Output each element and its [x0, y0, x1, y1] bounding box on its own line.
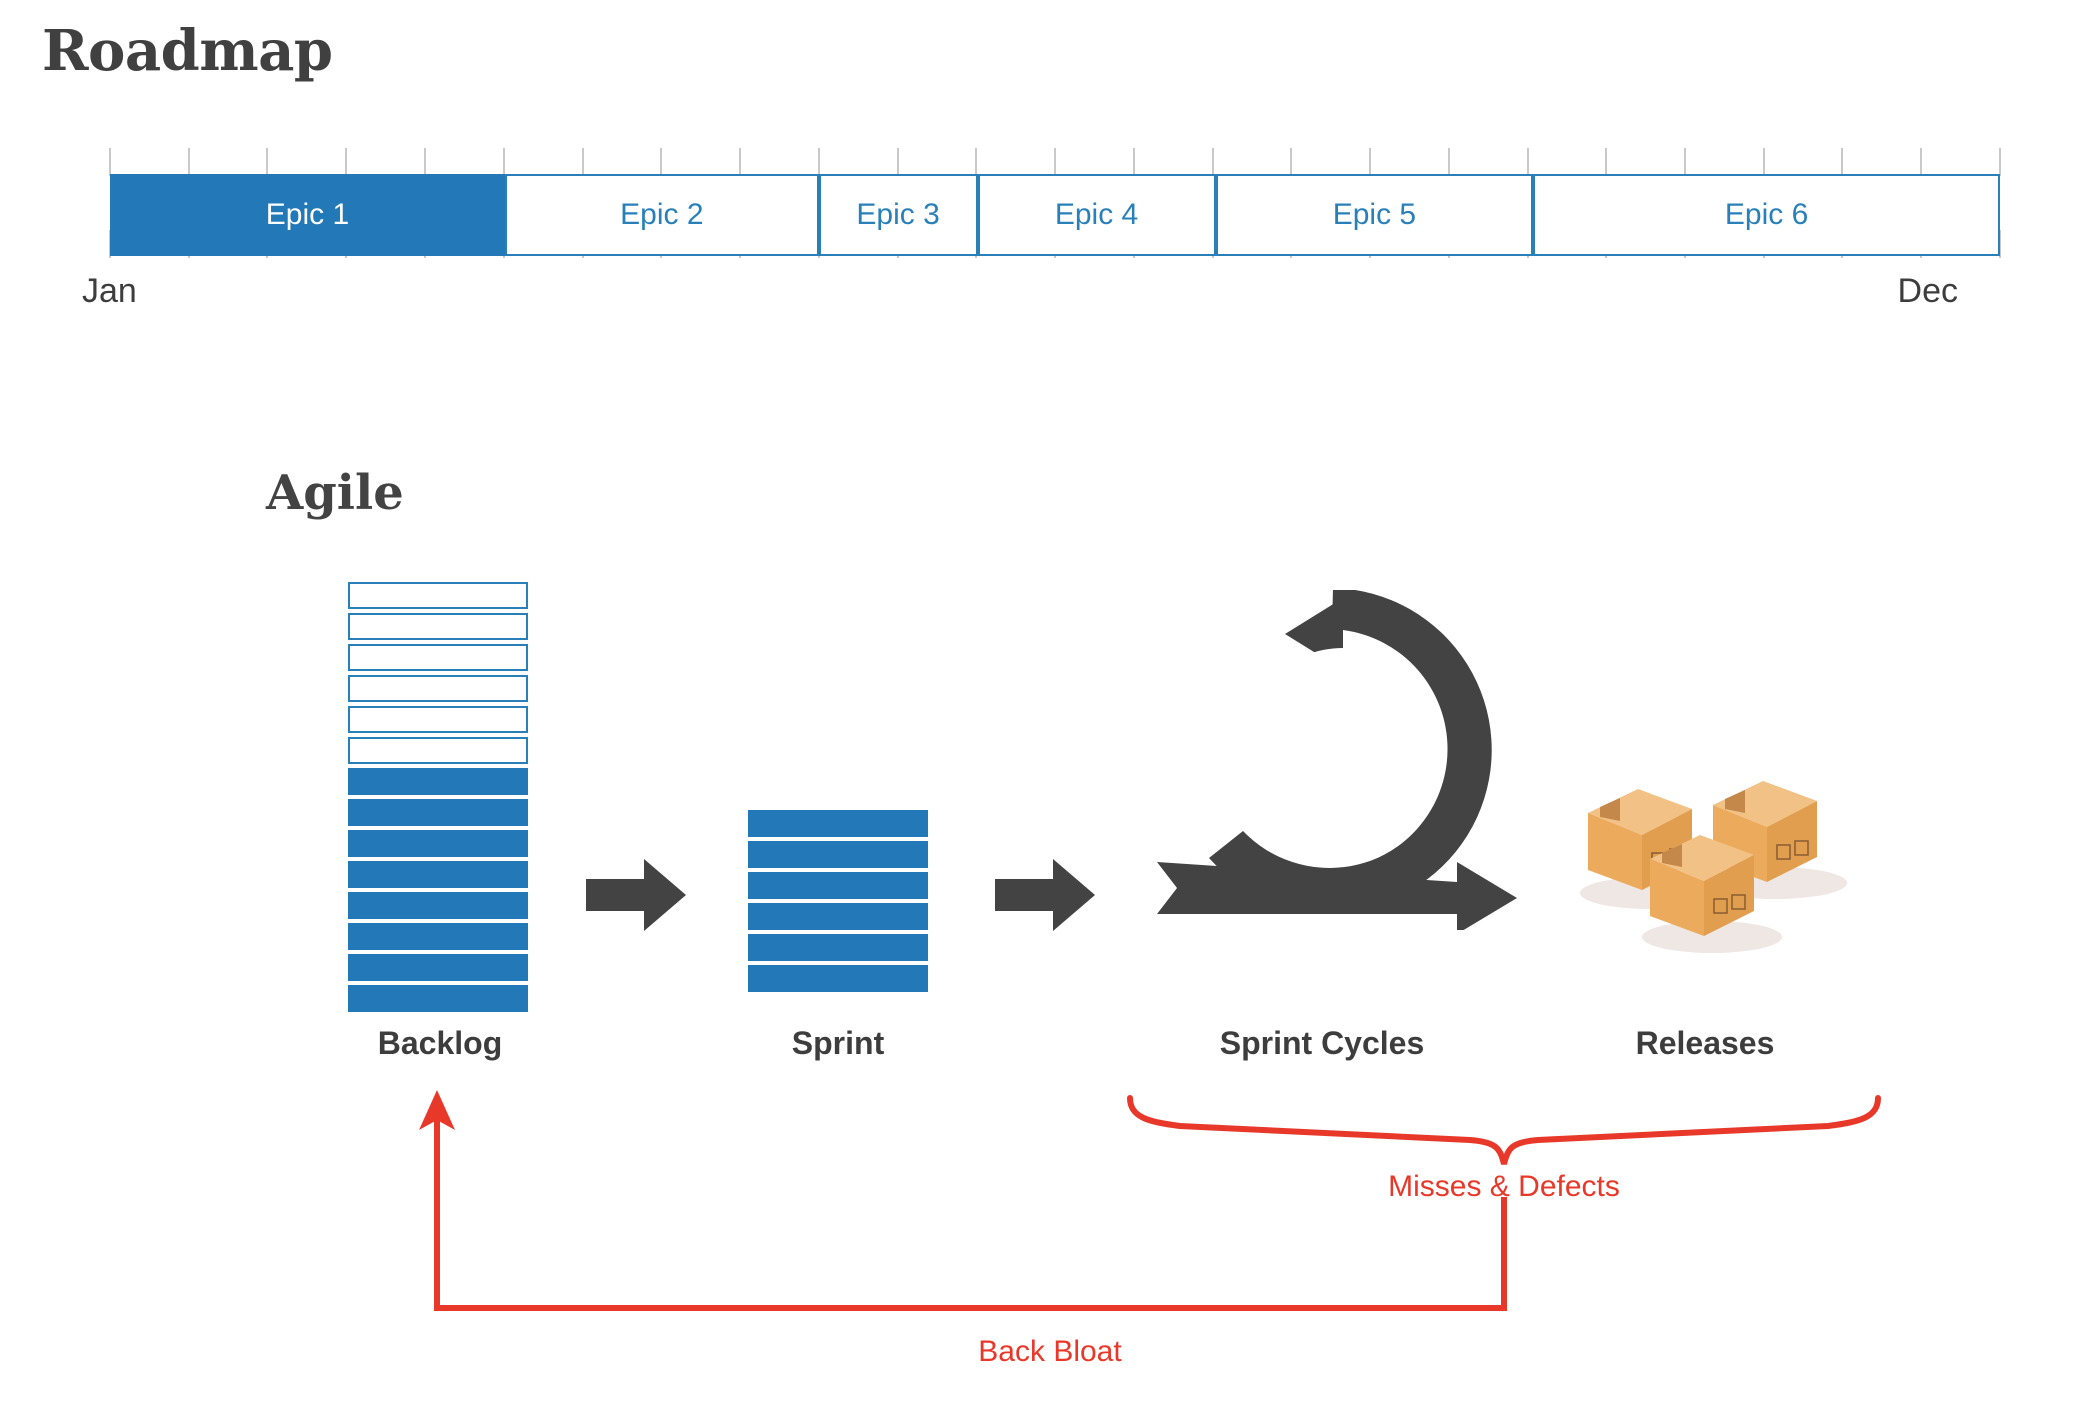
stack-row-filled [348, 768, 528, 795]
epic-bar-4[interactable]: Epic 4 [977, 174, 1216, 256]
stack-row-filled [748, 903, 928, 930]
timeline-tick [1999, 230, 2001, 258]
stack-row-filled [348, 923, 528, 950]
arrow-sprint-to-cycles-icon [995, 855, 1095, 935]
timeline-tick [1605, 148, 1608, 176]
stage-label-sprint: Sprint [791, 1025, 885, 1061]
epic-bar-1[interactable]: Epic 1 [110, 174, 505, 256]
epic-bar-6[interactable]: Epic 6 [1533, 174, 2000, 256]
stack-row-filled [748, 872, 928, 899]
timeline-tick [1290, 148, 1293, 176]
stack-row-filled [348, 830, 528, 857]
timeline-tick [1841, 148, 1844, 176]
releases-boxes-icon [1580, 765, 1850, 953]
stack-row-filled [348, 861, 528, 888]
stack-row-empty [348, 644, 528, 671]
stack-row-empty [348, 613, 528, 640]
misses-defects-label: Misses & Defects [1388, 1170, 1620, 1203]
stack-row-filled [348, 954, 528, 981]
page-title: Roadmap [42, 18, 333, 84]
stack-row-filled [748, 965, 928, 992]
timeline-tick [1447, 148, 1450, 176]
stage-label-releases: Releases [1635, 1025, 1775, 1061]
stack-row-empty [348, 737, 528, 764]
epic-bar-2[interactable]: Epic 2 [505, 174, 819, 256]
stage-label-sprint-cycles: Sprint Cycles [1219, 1025, 1425, 1061]
timeline-start-month: Jan [82, 272, 137, 310]
back-bloat-loop-icon [434, 1115, 1507, 1311]
epic-bar-5[interactable]: Epic 5 [1215, 174, 1534, 256]
timeline-tick [738, 148, 741, 176]
timeline-tick [581, 148, 584, 176]
timeline-tick [896, 148, 899, 176]
timeline-tick [423, 148, 426, 176]
timeline-tick [109, 148, 111, 176]
timeline-end-month: Dec [1897, 272, 1958, 310]
stack-row-empty [348, 675, 528, 702]
timeline-tick [1526, 148, 1529, 176]
timeline-tick [817, 148, 820, 176]
sprint-stack-icon [748, 810, 928, 996]
timeline-tick [1132, 148, 1135, 176]
stack-row-filled [748, 934, 928, 961]
timeline-tick [975, 148, 978, 176]
back-bloat-arrowhead-icon [419, 1090, 455, 1130]
back-bloat-label: Back Bloat [978, 1335, 1122, 1368]
timeline-tick [660, 148, 663, 176]
sprint-cycle-icon [1157, 590, 1517, 930]
timeline-tick [1211, 148, 1214, 176]
backlog-stack-icon [348, 582, 528, 1016]
epic-bar-3[interactable]: Epic 3 [818, 174, 978, 256]
agile-section-title: Agile [266, 465, 404, 521]
misses-defects-brace-icon [1127, 1095, 1881, 1165]
timeline-tick [187, 148, 190, 176]
stack-row-filled [348, 985, 528, 1012]
stack-row-empty [348, 706, 528, 733]
arrow-backlog-to-sprint-icon [586, 855, 686, 935]
stack-row-filled [748, 810, 928, 837]
stack-row-empty [348, 582, 528, 609]
timeline-tick [345, 148, 348, 176]
timeline-tick [1762, 148, 1765, 176]
stage-label-backlog: Backlog [377, 1025, 503, 1061]
timeline-tick [1999, 148, 2001, 176]
timeline-tick [266, 148, 269, 176]
timeline-tick [1684, 148, 1686, 176]
stack-row-filled [348, 892, 528, 919]
timeline-tick [1054, 148, 1056, 176]
timeline-tick [1368, 148, 1371, 176]
timeline-tick [502, 148, 505, 176]
timeline-tick [1920, 148, 1923, 176]
stack-row-filled [348, 799, 528, 826]
stack-row-filled [748, 841, 928, 868]
